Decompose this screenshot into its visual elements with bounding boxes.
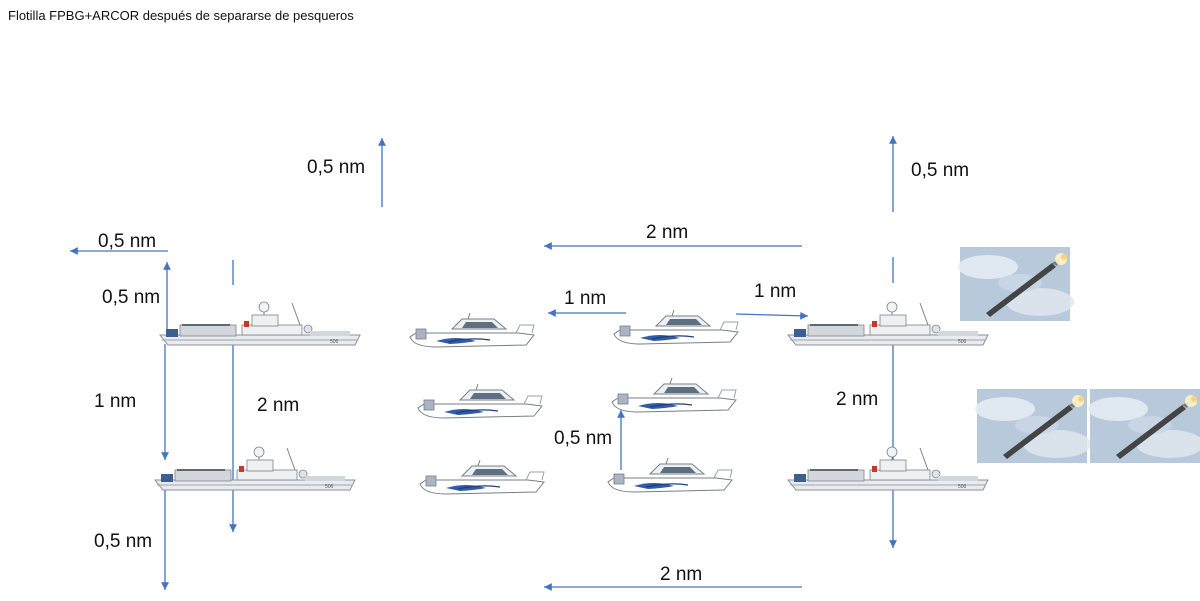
speed-boat-icon bbox=[607, 457, 733, 493]
speed-boat-icon bbox=[419, 459, 545, 495]
speed-boat-icon bbox=[613, 309, 739, 345]
label-up-right: 0,5 nm bbox=[911, 160, 970, 181]
missile-photo-icon bbox=[1088, 389, 1200, 463]
diagram-title: Flotilla FPBG+ARCOR después de separarse… bbox=[8, 8, 354, 23]
speed-boat-icon bbox=[611, 377, 737, 413]
missile-photo-icon bbox=[975, 389, 1091, 463]
label-left-mid: 1 nm bbox=[94, 391, 137, 412]
distance-arrows bbox=[70, 136, 897, 591]
missile-photo-icon bbox=[958, 247, 1074, 321]
label-center-left: 1 nm bbox=[564, 288, 607, 309]
patrol-boat-icon bbox=[787, 301, 989, 346]
patrol-boat-icon bbox=[787, 446, 989, 491]
label-bottom-left: 0,5 nm bbox=[94, 531, 153, 552]
speed-boat-icon bbox=[417, 383, 543, 419]
label-left-top: 0,5 nm bbox=[98, 231, 157, 252]
arrow-center-right bbox=[735, 311, 809, 320]
speed-boat-icon bbox=[409, 312, 535, 348]
label-center-small: 0,5 nm bbox=[554, 428, 613, 449]
label-left-center-mid: 2 nm bbox=[257, 395, 300, 416]
patrol-boat-icon bbox=[154, 446, 356, 491]
label-up-mid: 0,5 nm bbox=[307, 157, 366, 178]
patrol-boat-icon bbox=[159, 301, 361, 346]
label-center-right: 1 nm bbox=[754, 281, 797, 302]
label-top-center: 2 nm bbox=[646, 222, 689, 243]
label-bottom-center: 2 nm bbox=[660, 564, 703, 585]
label-right-mid: 2 nm bbox=[836, 389, 879, 410]
label-left-vertical: 0,5 nm bbox=[102, 287, 161, 308]
